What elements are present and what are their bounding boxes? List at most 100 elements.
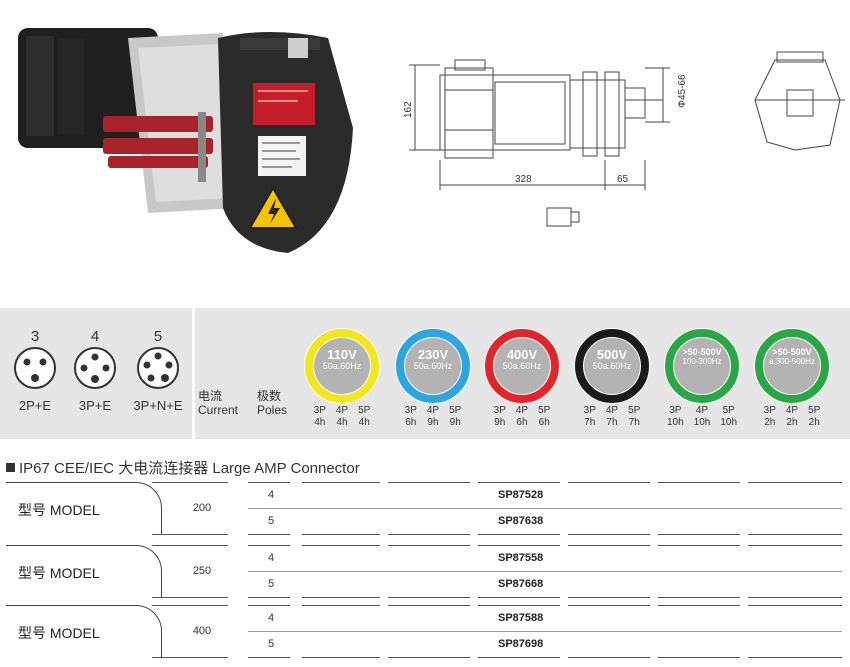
- table-rule: [388, 482, 470, 483]
- length-dimension: 328: [515, 174, 532, 185]
- table-rule: [658, 605, 740, 606]
- table-rule: [748, 657, 842, 658]
- table-rule: [248, 657, 290, 658]
- hour-position: 10h: [693, 416, 711, 428]
- table-rule: [478, 597, 560, 598]
- hour-position: 10h: [666, 416, 684, 428]
- pole-count: 5: [268, 515, 275, 527]
- four-pin-face-icon: [74, 347, 116, 389]
- pole-count: 4P: [426, 405, 440, 416]
- frequency-value: 50a.60Hz: [413, 361, 453, 372]
- pole-count: 5P: [449, 405, 462, 416]
- pin-count: 4: [90, 328, 100, 345]
- table-rule: [748, 545, 842, 546]
- frequency-value: a.300-500Hz: [769, 356, 815, 366]
- table-rule: [478, 545, 560, 546]
- table-rule: [388, 657, 470, 658]
- pole-count: 4P: [335, 405, 349, 416]
- table-rule: [302, 482, 380, 483]
- pin-label: 3P+E: [78, 398, 112, 413]
- table-rule: [748, 534, 842, 535]
- hour-position: 4h: [358, 416, 370, 428]
- front-view-outline: [754, 59, 841, 151]
- table-rule: [152, 545, 228, 546]
- pole-count: 4: [268, 612, 275, 624]
- end-dimension: 65: [617, 174, 629, 185]
- table-rule: [152, 482, 228, 483]
- voltage-value: 500V: [596, 347, 628, 362]
- band-divider: [192, 308, 195, 439]
- table-rule: [658, 482, 740, 483]
- table-rule: [302, 534, 380, 535]
- pin-config-4: 4 3P+E: [69, 328, 121, 413]
- five-pin-face-icon: [137, 347, 179, 389]
- voltage-value: >50-500V: [772, 347, 812, 357]
- red-label: [253, 83, 315, 125]
- voltage-value: >50-500V: [682, 347, 722, 357]
- voltage-ring-icon: [484, 328, 560, 404]
- frequency-value: 100-300Hz: [682, 356, 722, 366]
- table-rule: [568, 534, 650, 535]
- technical-drawing: 162 Φ45-66 328 65: [403, 51, 845, 227]
- frequency-value: 50a.60Hz: [322, 361, 362, 372]
- pole-count: 3P: [583, 405, 596, 416]
- amp-rating: 250: [192, 565, 212, 577]
- hour-position: 9h: [449, 416, 461, 428]
- table-rule: [658, 545, 740, 546]
- table-rule: [748, 605, 842, 606]
- three-pin-face-icon: [14, 347, 56, 389]
- pole-count: 4: [268, 489, 275, 501]
- table-rule: [748, 482, 842, 483]
- section-title: IP67 CEE/IEC 大电流连接器 Large AMP Connector: [6, 457, 360, 478]
- poles-legend: 极数 Poles: [257, 389, 288, 417]
- pole-count: 5P: [722, 405, 735, 416]
- hour-position: 6h: [405, 416, 417, 428]
- model-code: SP87668: [498, 578, 544, 590]
- model-code: SP87588: [498, 612, 544, 624]
- table-rule: [658, 534, 740, 535]
- pin-count: 5: [153, 328, 163, 345]
- pole-count: 4P: [605, 405, 619, 416]
- table-rule: [388, 534, 470, 535]
- hour-position: 4h: [336, 416, 348, 428]
- table-rule: [658, 597, 740, 598]
- table-rule: [568, 605, 650, 606]
- product-image: [18, 28, 353, 253]
- table-rule: [658, 657, 740, 658]
- model-code: SP87558: [498, 552, 544, 564]
- pole-count: 3P: [404, 405, 417, 416]
- locking-lever: [103, 116, 213, 168]
- hour-position: 7h: [606, 416, 618, 428]
- pin-config-5: 5 3P+N+E: [129, 328, 187, 413]
- voltage-ring-icon: [664, 328, 740, 404]
- voltage-value: 110V: [327, 347, 357, 362]
- table-rule: [568, 545, 650, 546]
- model-code: SP87528: [498, 489, 544, 501]
- hour-position: 9h: [494, 416, 506, 428]
- pole-count: 4P: [785, 405, 799, 416]
- table-rule: [302, 605, 380, 606]
- table-rule: [248, 545, 290, 546]
- table-rule: [478, 534, 560, 535]
- model-label: 型号 MODEL: [18, 625, 100, 641]
- title-square-icon: [6, 463, 15, 472]
- table-rule: [302, 657, 380, 658]
- hour-position: 2h: [764, 416, 776, 428]
- pole-count: 5: [268, 638, 275, 650]
- pin-count: 3: [30, 328, 40, 345]
- pole-count: 5P: [628, 405, 641, 416]
- pole-count: 5: [268, 578, 275, 590]
- hour-position: 10h: [720, 416, 738, 428]
